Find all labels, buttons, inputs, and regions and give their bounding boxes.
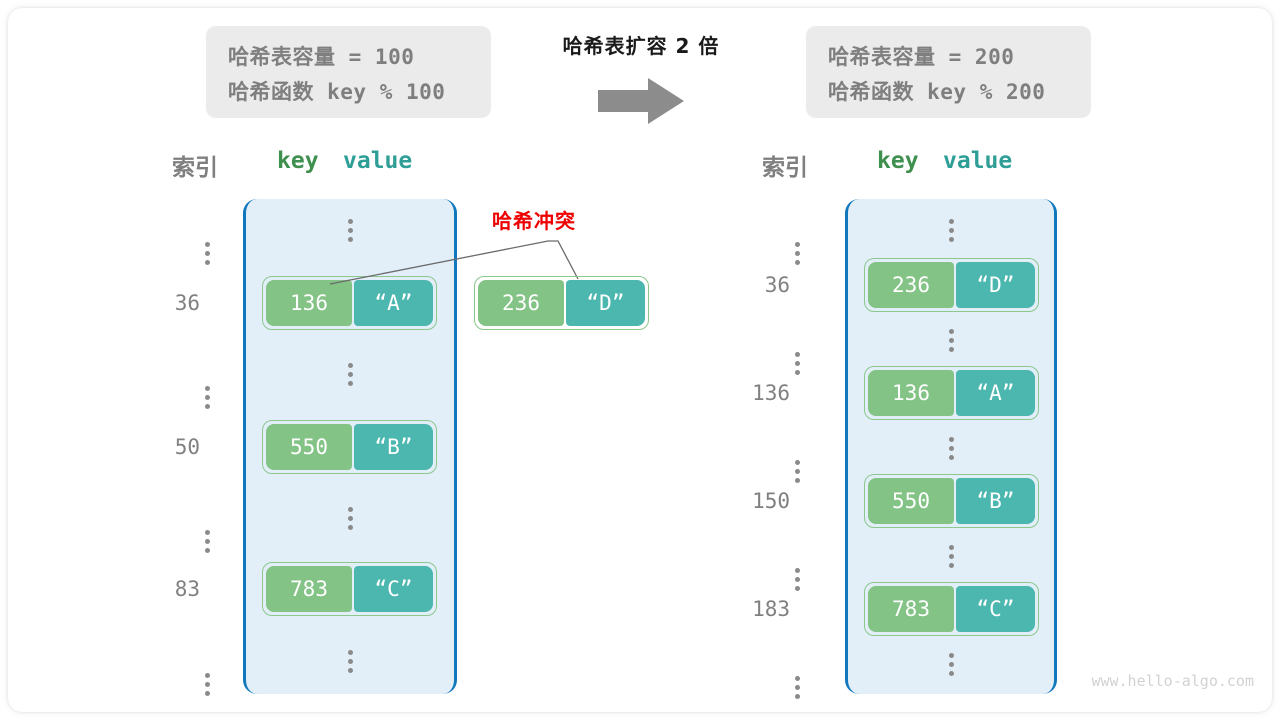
after-row-index <box>740 544 801 620</box>
after-row-index <box>740 436 801 512</box>
after-hash-line: 哈希函数 key % 200 <box>828 80 1046 104</box>
after-capacity-line: 哈希表容量 = 200 <box>828 45 1015 69</box>
after-row-dots <box>944 653 958 676</box>
before-row-index: 36 <box>174 291 200 315</box>
key-cell: 136 <box>266 280 352 326</box>
before-row-dots <box>343 219 357 242</box>
after-row-index: 136 <box>752 381 790 405</box>
value-cell: “A” <box>354 280 433 326</box>
key-cell: 783 <box>868 586 954 632</box>
right-arrow-icon <box>596 76 686 126</box>
collision-floating-entry: 236 “D” <box>474 276 649 330</box>
before-entry-83: 783 “C” <box>262 562 437 616</box>
value-cell: “A” <box>956 370 1035 416</box>
after-entry-150: 550 “B” <box>864 474 1039 528</box>
before-info-box: 哈希表容量 = 100 哈希函数 key % 100 <box>206 26 491 118</box>
key-cell: 783 <box>266 566 352 612</box>
after-header-value: value <box>943 148 1013 174</box>
value-cell: “D” <box>566 280 645 326</box>
after-row-dots <box>944 329 958 352</box>
value-cell: “B” <box>354 424 433 470</box>
after-row-index <box>740 328 801 404</box>
before-row-dots <box>343 363 357 386</box>
page-title: 哈希表扩容 2 倍 <box>562 34 720 58</box>
value-cell: “C” <box>956 586 1035 632</box>
before-capacity-line: 哈希表容量 = 100 <box>228 45 415 69</box>
after-header-index: 索引 <box>762 155 808 181</box>
before-row-dots <box>343 650 357 673</box>
canvas-card <box>8 8 1272 712</box>
before-entry-36: 136 “A” <box>262 276 437 330</box>
before-entry-50: 550 “B” <box>262 420 437 474</box>
before-row-index <box>150 649 211 725</box>
before-header-value: value <box>343 148 413 174</box>
after-entry-183: 783 “C” <box>864 582 1039 636</box>
after-row-dots <box>944 437 958 460</box>
before-row-index: 83 <box>174 577 200 601</box>
after-header-key: key <box>877 148 919 174</box>
after-row-index: 36 <box>764 273 790 297</box>
before-row-index <box>150 218 211 294</box>
collision-label: 哈希冲突 <box>492 209 576 233</box>
after-row-dots <box>944 219 958 242</box>
after-row-dots <box>944 545 958 568</box>
value-cell: “C” <box>354 566 433 612</box>
after-row-index <box>740 652 801 728</box>
key-cell: 236 <box>478 280 564 326</box>
after-row-index: 183 <box>752 597 790 621</box>
watermark: www.hello-algo.com <box>1091 672 1254 690</box>
before-row-index <box>150 362 211 438</box>
before-hash-line: 哈希函数 key % 100 <box>228 80 446 104</box>
key-cell: 136 <box>868 370 954 416</box>
before-header-index: 索引 <box>172 155 218 181</box>
key-cell: 550 <box>266 424 352 470</box>
value-cell: “B” <box>956 478 1035 524</box>
after-row-index: 150 <box>752 489 790 513</box>
before-row-index: 50 <box>174 435 200 459</box>
key-cell: 550 <box>868 478 954 524</box>
after-entry-36: 236 “D” <box>864 258 1039 312</box>
before-row-dots <box>343 507 357 530</box>
value-cell: “D” <box>956 262 1035 308</box>
after-entry-136: 136 “A” <box>864 366 1039 420</box>
before-row-index <box>150 506 211 582</box>
after-info-box: 哈希表容量 = 200 哈希函数 key % 200 <box>806 26 1091 118</box>
before-header-key: key <box>277 148 319 174</box>
key-cell: 236 <box>868 262 954 308</box>
after-row-index <box>740 218 801 294</box>
